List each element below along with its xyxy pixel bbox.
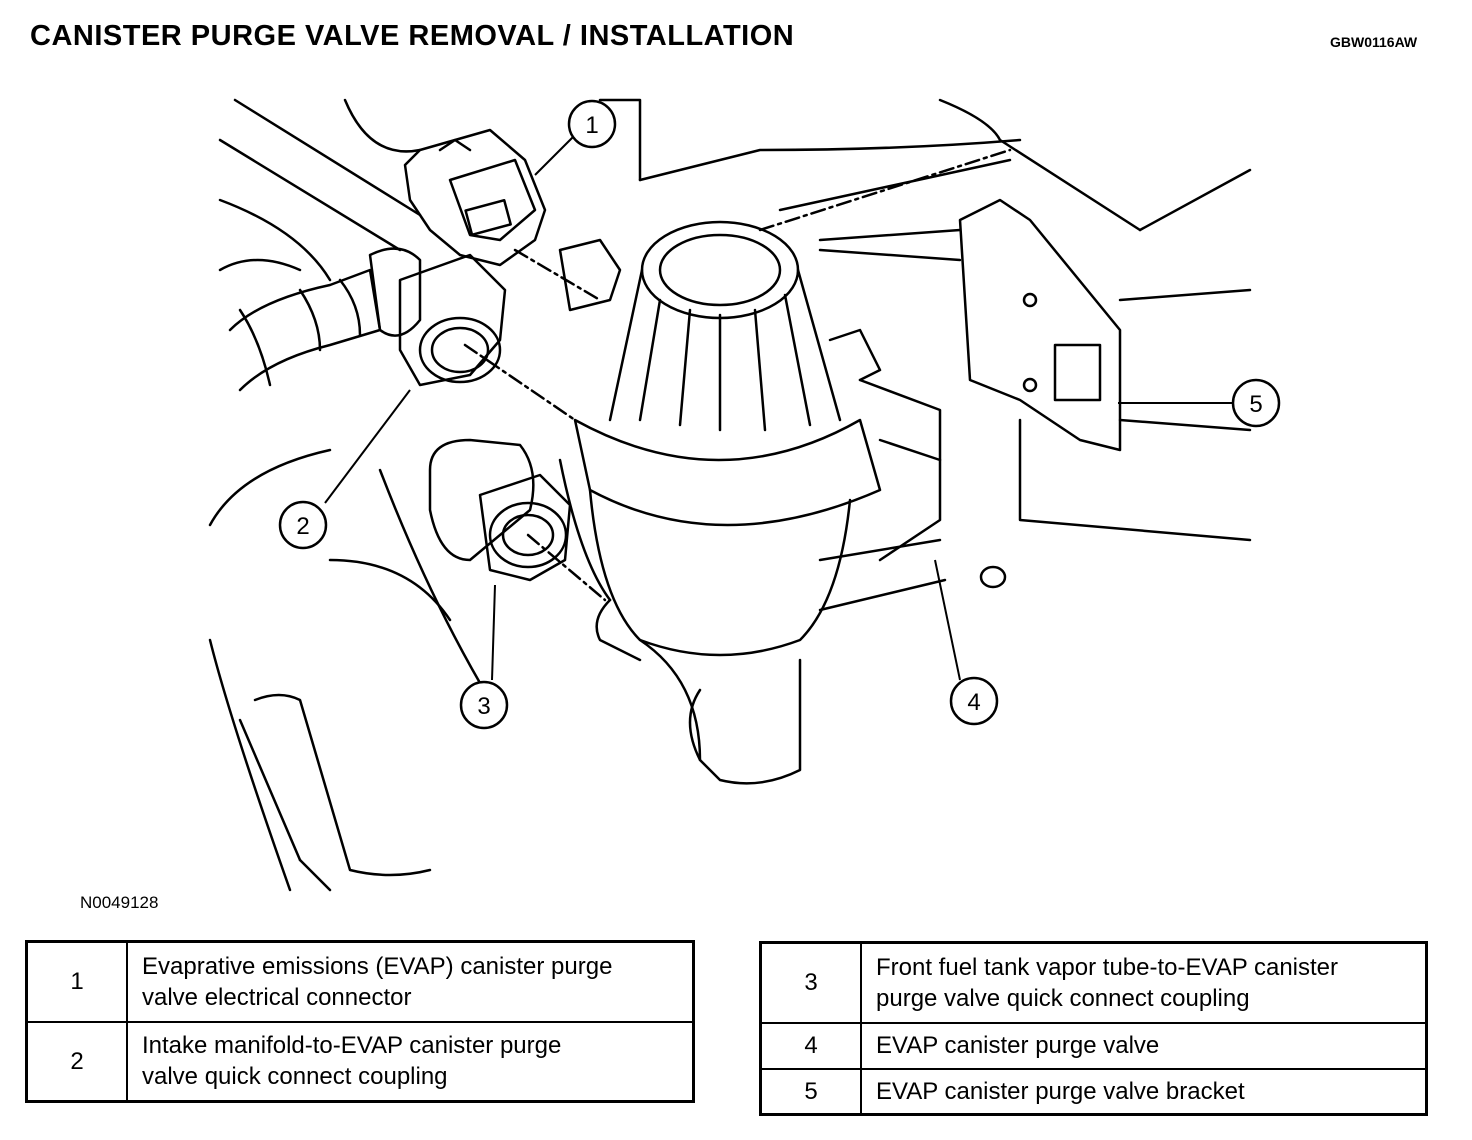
legend-description: EVAP canister purge valve <box>860 1021 1428 1070</box>
legend-number: 2 <box>25 1020 128 1103</box>
purge-valve-body <box>558 220 882 785</box>
callout-circle-4 <box>949 676 999 726</box>
background-line <box>328 558 452 622</box>
background-line <box>208 448 332 527</box>
legend-description: Evaprative emissions (EVAP) canister pur… <box>126 940 695 1023</box>
background-line <box>638 138 1022 182</box>
legend-row: 2 Intake manifold-to-EVAP canister purge… <box>25 1020 695 1103</box>
legend-table-left: 1 Evaprative emissions (EVAP) canister p… <box>25 940 695 1103</box>
figure-id: N0049128 <box>80 893 159 912</box>
legend-line: valve quick connect coupling <box>142 1063 448 1091</box>
coupling-2 <box>368 247 507 387</box>
background-line <box>558 458 612 602</box>
callout-label-2: 2 <box>296 513 309 540</box>
callout-circle-1 <box>567 99 617 149</box>
leader-line-1 <box>534 136 574 176</box>
document-code: GBW0116AW <box>1330 34 1418 50</box>
callout-label-5: 5 <box>1249 391 1262 418</box>
legend-number: 1 <box>25 940 128 1023</box>
legend-line: Front fuel tank vapor tube-to-EVAP canis… <box>876 953 1339 981</box>
leader-line-3 <box>491 584 496 681</box>
coupling-3 <box>428 438 572 582</box>
legend-description: Intake manifold-to-EVAP canister purge v… <box>126 1020 695 1103</box>
leader-line-2 <box>324 389 411 504</box>
background-line <box>238 718 302 862</box>
legend-row: 5 EVAP canister purge valve bracket <box>759 1067 1428 1116</box>
electrical-connector <box>403 128 547 267</box>
background-line <box>938 98 1142 232</box>
background-line <box>1118 418 1252 432</box>
valve-bracket <box>818 378 947 612</box>
legend-table-right: 3 Front fuel tank vapor tube-to-EVAP can… <box>759 941 1428 1116</box>
legend-description: EVAP canister purge valve bracket <box>860 1067 1428 1116</box>
legend-line: Evaprative emissions (EVAP) canister pur… <box>142 952 613 980</box>
background-line <box>343 98 422 153</box>
legend-row: 3 Front fuel tank vapor tube-to-EVAP can… <box>759 941 1428 1024</box>
legend-line: Intake manifold-to-EVAP canister purge <box>142 1032 562 1060</box>
callout-label-4: 4 <box>967 689 980 716</box>
callout-circle-5 <box>1231 378 1281 428</box>
background-line <box>1118 288 1252 302</box>
bracket-plate <box>958 198 1122 589</box>
background-line <box>818 228 962 242</box>
legend-number: 3 <box>759 941 862 1024</box>
background-line <box>598 98 642 182</box>
leader-line-4 <box>934 559 961 681</box>
legend-line: valve electrical connector <box>142 983 412 1011</box>
callout-label-3: 3 <box>477 693 490 720</box>
background-line <box>208 638 292 892</box>
background-line <box>1138 168 1252 232</box>
background-line <box>233 98 422 217</box>
legend-row: 1 Evaprative emissions (EVAP) canister p… <box>25 940 695 1023</box>
background-line <box>253 693 432 877</box>
background-line <box>818 248 962 262</box>
callout-label-1: 1 <box>585 112 598 139</box>
legend-description: Front fuel tank vapor tube-to-EVAP canis… <box>860 941 1428 1024</box>
legend-line: purge valve quick connect coupling <box>876 984 1250 1012</box>
legend-number: 5 <box>759 1067 862 1116</box>
background-line <box>218 258 302 272</box>
background-line <box>218 138 402 252</box>
callout-circle-3 <box>459 680 509 730</box>
callout-circle-2 <box>278 500 328 550</box>
legend-number: 4 <box>759 1021 862 1070</box>
legend-row: 4 EVAP canister purge valve <box>759 1021 1428 1070</box>
background-line <box>218 198 332 282</box>
page-title: CANISTER PURGE VALVE REMOVAL / INSTALLAT… <box>30 20 795 52</box>
background-line <box>298 858 332 892</box>
background-line <box>778 158 1012 212</box>
background-line <box>378 468 492 702</box>
background-line <box>1018 418 1252 542</box>
